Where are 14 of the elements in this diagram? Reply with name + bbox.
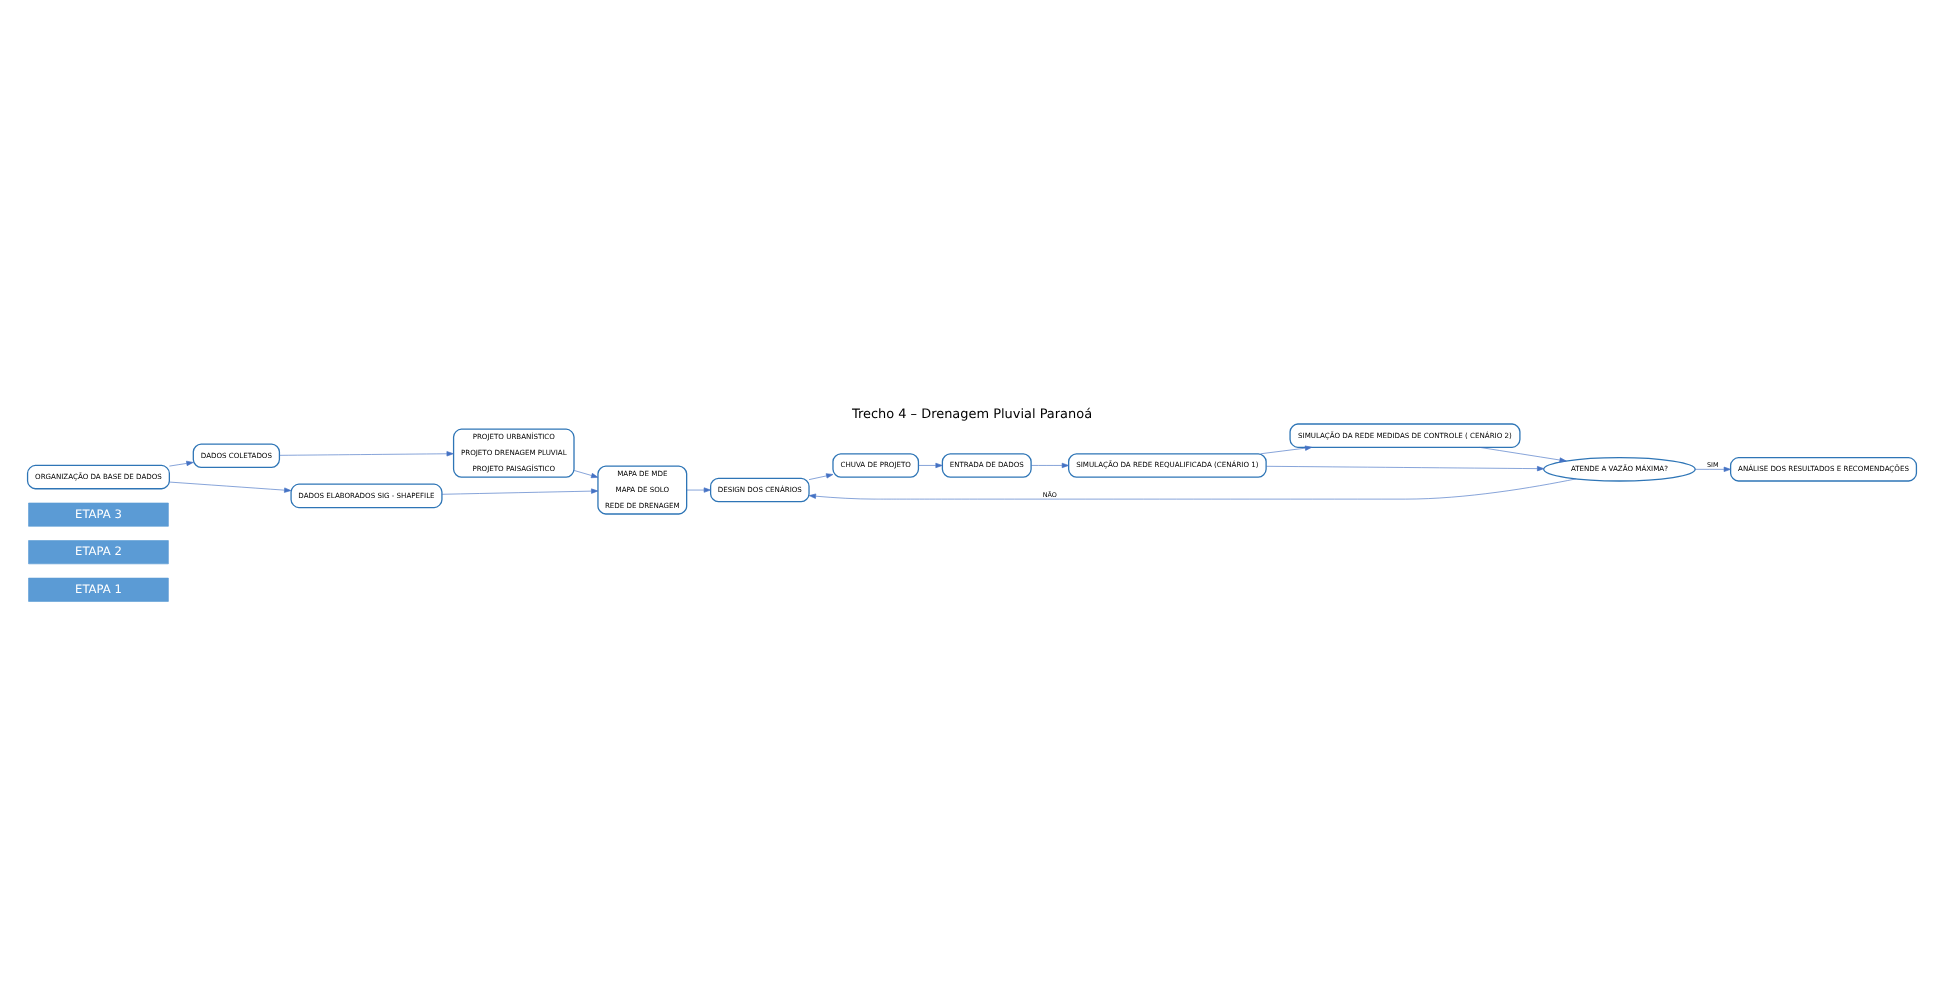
arrow — [441, 488, 599, 495]
arrow — [1266, 465, 1545, 472]
arrow — [169, 481, 292, 493]
arrow — [1694, 466, 1731, 472]
arrow — [279, 451, 454, 457]
arrow — [686, 487, 711, 493]
arrow — [918, 462, 943, 469]
arrow — [573, 470, 599, 479]
arrow — [808, 478, 1577, 500]
arrow — [1030, 462, 1069, 469]
arrow — [1479, 447, 1567, 463]
arrow — [1260, 445, 1313, 455]
arrow — [808, 473, 834, 480]
arrow — [169, 460, 194, 467]
